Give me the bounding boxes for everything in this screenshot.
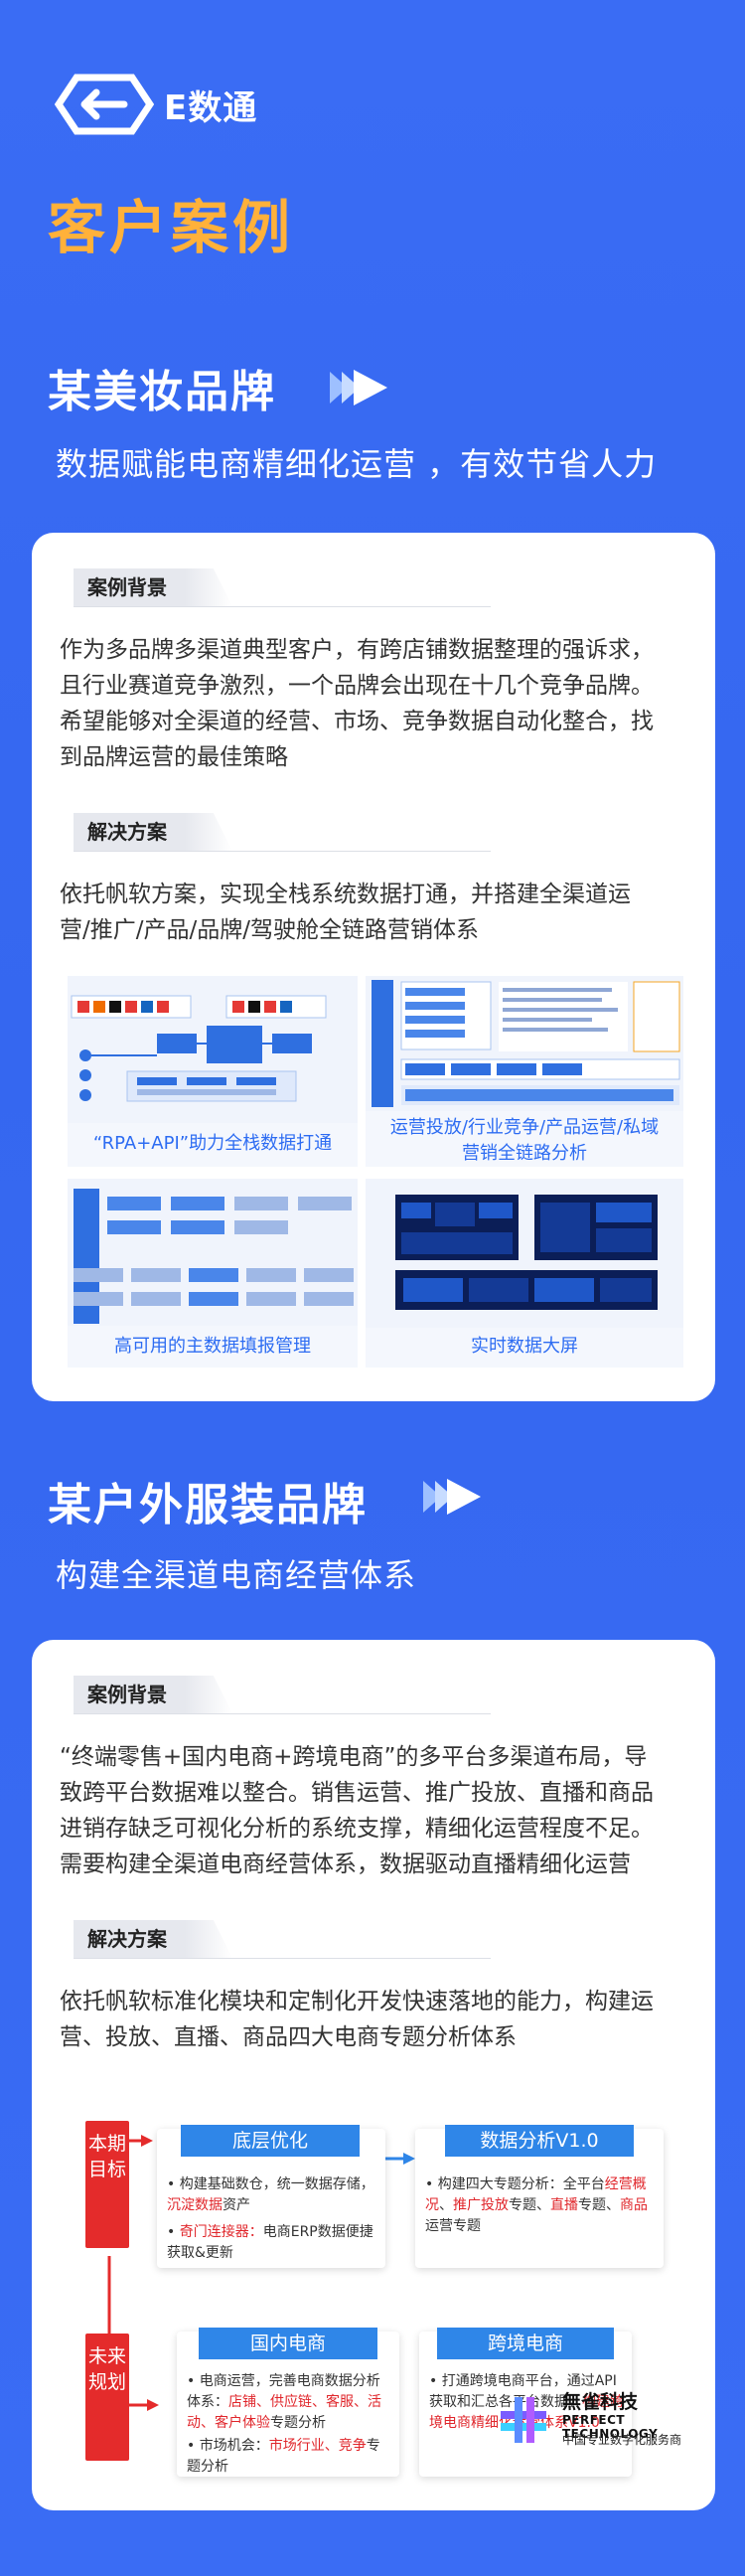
brand-name: E数通 (164, 87, 258, 128)
case1-solution-text: 依托帆软方案，实现全栈系统数据打通，并搭建全渠道运 营/推广/产品/品牌/驾驶舱… (60, 882, 631, 943)
case2-bg-tag: 案例背景 (74, 1676, 232, 1713)
case1-background-text: 作为多品牌多渠道典型客户，有跨店铺数据整理的强诉求， 且行业赛道竞争激烈，一个品… (60, 637, 654, 770)
framework-diagram: 本期目标 未来规划 底层优化 • 构建基础数仓，统一数据存储，沉淀数据资产 • … (68, 2111, 683, 2489)
base-optimization-head: 底层优化 (181, 2125, 360, 2157)
thumb-master-data[interactable]: 高可用的主数据填报管理 (68, 1179, 358, 1368)
future-plan-label: 未来规划 (85, 2334, 129, 2461)
thumb-caption: 运营投放/行业竞争/产品运营/私域 营销全链路分析 (389, 1117, 660, 1164)
thumb-dashboard[interactable]: 实时数据大屏 (366, 1179, 683, 1368)
case2-solution-text: 依托帆软标准化模块和定制化开发快速落地的能力，构建运 营、投放、直播、商品四大电… (60, 1989, 654, 2050)
case2-card: 案例背景 “终端零售+国内电商+跨境电商”的多平台多渠道布局，导 致跨平台数据难… (32, 1640, 715, 2510)
company-subtitle: 中国专业数字化服务商 (562, 2433, 682, 2447)
case1-solution-tag: 解决方案 (74, 813, 232, 851)
case2-background-text: “终端零售+国内电商+跨境电商”的多平台多渠道布局，导 致跨平台数据难以整合。销… (60, 1744, 654, 1877)
data-analysis-head: 数据分析V1.0 (445, 2125, 634, 2157)
brand-logo: E数通 (55, 74, 257, 135)
domestic-ecommerce-text: • 电商运营，完善电商数据分析体系：店铺、供应链、客服、活动、客户体验专题分析 … (187, 2373, 381, 2475)
company-name-cn: 無雀科技 (562, 2391, 639, 2413)
data-analysis-box: 数据分析V1.0 • 构建四大专题分析：全平台经营概况、推广投放专题、直播专题、… (415, 2125, 664, 2268)
analysis-architecture-image (366, 976, 683, 1111)
base-optimization-box: 底层优化 • 构建基础数仓，统一数据存储，沉淀数据资产 • 奇门连接器：电商ER… (157, 2125, 385, 2268)
thumb-rpa-api[interactable]: “RPA+API”助力全栈数据打通 (68, 976, 358, 1167)
play-arrow-icon (330, 370, 387, 405)
company-logo: 無雀科技 PERFECT TECHNOLOGY 中国专业数字化服务商 (491, 2385, 709, 2465)
base-optimization-text: • 构建基础数仓，统一数据存储，沉淀数据资产 • 奇门连接器：电商ERP数据便捷… (167, 2176, 374, 2261)
thumb-caption: “RPA+API”助力全栈数据打通 (92, 1133, 333, 1154)
cross-border-head: 跨境电商 (437, 2328, 614, 2359)
thumb-marketing-analysis[interactable]: 运营投放/行业竞争/产品运营/私域 营销全链路分析 (366, 976, 683, 1167)
e-logo-icon (55, 74, 154, 135)
realtime-dashboard-image (366, 1179, 683, 1328)
thumb-caption: 高可用的主数据填报管理 (114, 1336, 311, 1357)
domestic-ecommerce-head: 国内电商 (199, 2328, 377, 2359)
near-term-label: 本期目标 (85, 2121, 129, 2248)
thumb-caption: 实时数据大屏 (471, 1336, 578, 1357)
company-mark-icon (501, 2397, 546, 2443)
master-data-image (68, 1179, 358, 1326)
case1-bg-tag: 案例背景 (74, 568, 232, 606)
data-flow-diagram-image (68, 976, 358, 1123)
case2-solution-tag: 解决方案 (74, 1920, 232, 1958)
case1-card: 案例背景 作为多品牌多渠道典型客户，有跨店铺数据整理的强诉求， 且行业赛道竞争激… (32, 533, 715, 1401)
case1-subtitle: 数据赋能电商精细化运营 ，有效节省人力 (56, 445, 658, 483)
data-analysis-text: • 构建四大专题分析：全平台经营概况、推广投放专题、直播专题、商品运营专题 (425, 2176, 648, 2234)
domestic-ecommerce-box: 国内电商 • 电商运营，完善电商数据分析体系：店铺、供应链、客服、活动、客户体验… (177, 2328, 399, 2477)
company-name-en: PERFECT TECHNOLOGY (562, 2413, 659, 2441)
page-title: 客户案例 (48, 194, 295, 261)
case1-title: 某美妆品牌 (48, 367, 276, 417)
case2-title: 某户外服装品牌 (48, 1480, 368, 1530)
cross-border-box: 跨境电商 • 打通跨境电商平台，通过API获取和汇总各平台数据，构建跨境电商精细… (419, 2328, 632, 2477)
case2-subtitle: 构建全渠道电商经营体系 (56, 1556, 417, 1594)
play-arrow-icon (423, 1479, 481, 1515)
